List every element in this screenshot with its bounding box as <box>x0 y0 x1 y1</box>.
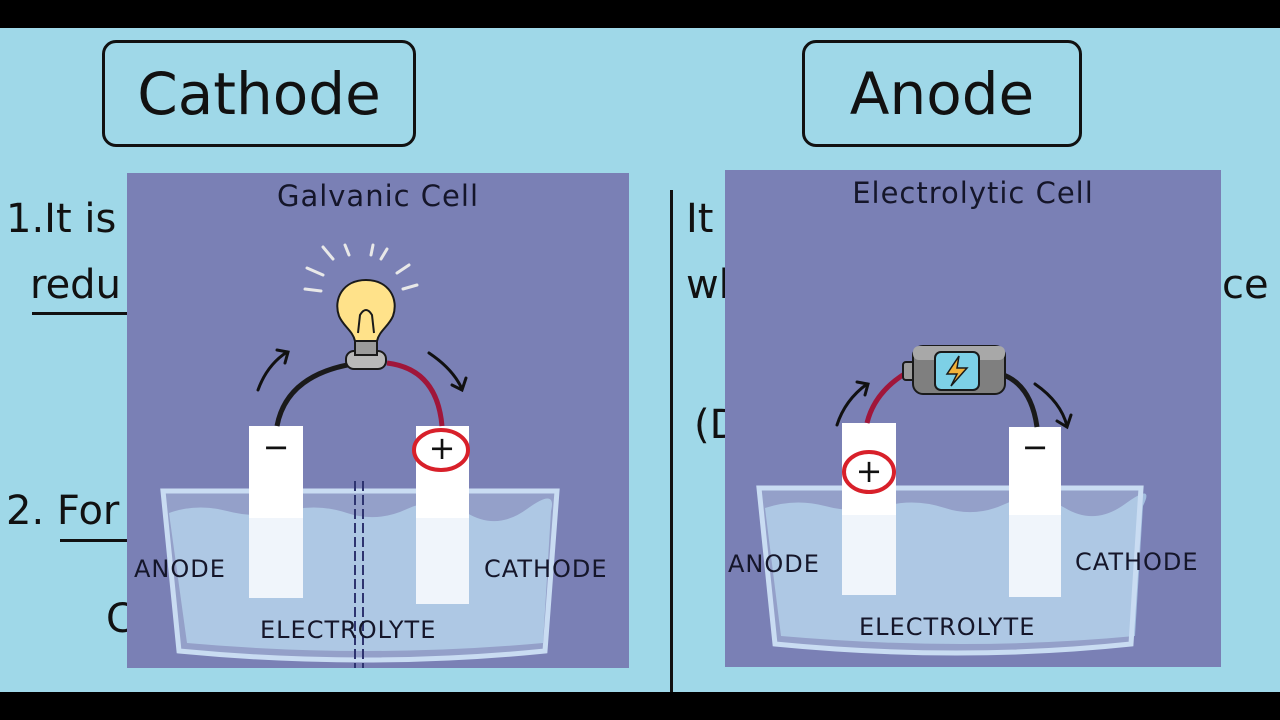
galvanic-wire-right <box>386 360 445 427</box>
galvanic-cathode-sign: + <box>428 429 456 467</box>
left-underline-2 <box>60 539 128 542</box>
cathode-title: Cathode <box>137 59 381 128</box>
anode-title: Anode <box>849 59 1035 128</box>
galvanic-arrow-right <box>427 351 464 391</box>
anode-title-box: Anode <box>802 40 1082 147</box>
slide-area: Cathode Anode 1.It is redu 2. For C It w… <box>0 28 1280 692</box>
electrolytic-title: Electrolytic Cell <box>852 176 1094 210</box>
electrolytic-cathode-sign: − <box>1021 428 1049 466</box>
galvanic-cell-diagram <box>160 243 560 668</box>
galvanic-title: Galvanic Cell <box>276 179 480 213</box>
galvanic-anode-sign: − <box>262 428 290 466</box>
electrolytic-electrolyte-label: ELECTROLYTE <box>859 613 1036 641</box>
galvanic-anode-label: ANODE <box>134 555 226 583</box>
galvanic-cell-panel: Galvanic Cell − + ANODE CATHODE ELECTROL… <box>127 173 629 668</box>
electrolytic-anode-label: ANODE <box>728 550 820 578</box>
galvanic-electrolyte-label: ELECTROLYTE <box>260 616 437 644</box>
right-text-line1: It <box>686 196 714 242</box>
electrolytic-electron-arrows <box>835 380 1073 430</box>
electrolytic-arrow-right <box>1033 382 1069 428</box>
electrolytic-wire-right <box>1000 371 1040 428</box>
left-text-line1: 1.It is <box>6 196 117 242</box>
galvanic-electron-arrows <box>256 348 468 393</box>
galvanic-arrow-left <box>256 350 289 392</box>
light-bulb-icon <box>303 243 419 370</box>
column-divider <box>670 190 673 692</box>
battery-icon <box>902 345 1006 395</box>
right-text-line2-end: ce <box>1222 262 1269 308</box>
electrolytic-cathode-label: CATHODE <box>1075 548 1199 576</box>
galvanic-positive-highlight <box>412 428 470 472</box>
electrolytic-cell-diagram <box>756 345 1147 656</box>
electrolytic-arrow-left <box>835 382 869 427</box>
left-text-line3: 2. For <box>6 488 120 534</box>
galvanic-wire-left <box>274 360 360 427</box>
left-text-line2: redu <box>30 262 121 308</box>
electrolytic-anode-sign: + <box>855 452 883 490</box>
left-underline-1 <box>32 312 128 315</box>
galvanic-cathode-label: CATHODE <box>484 555 608 583</box>
electrolytic-positive-highlight <box>842 450 896 494</box>
electrolytic-cell-panel: Electrolytic Cell + − ANODE CATHODE ELEC… <box>725 170 1221 667</box>
cathode-title-box: Cathode <box>102 40 416 147</box>
